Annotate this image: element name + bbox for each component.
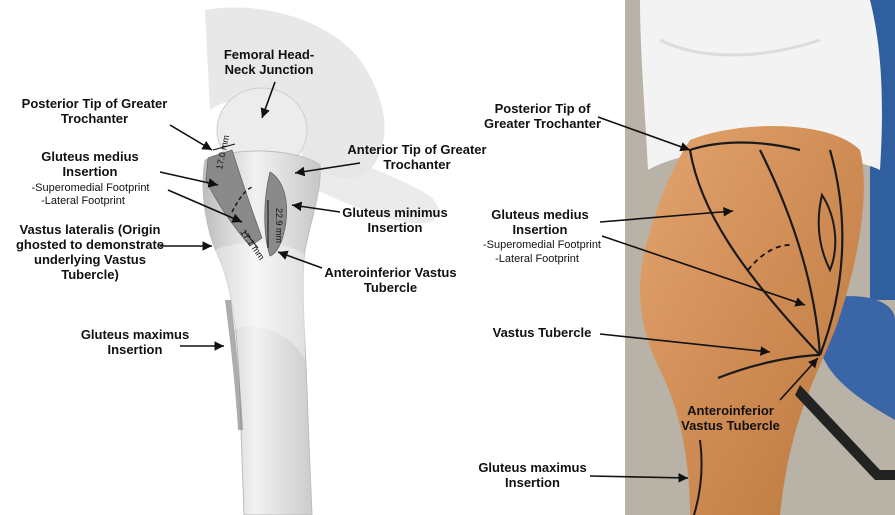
arrow-anterior-tip	[294, 162, 361, 177]
photo-stand	[795, 385, 895, 480]
photo-femur-muscle	[640, 126, 864, 515]
photo-outline-medius-3	[818, 149, 844, 356]
photo-drape	[640, 0, 882, 170]
arrow-r-medius-1	[599, 207, 734, 223]
label-superomedial-left: -Superomedial Footprint	[31, 182, 150, 194]
measure-line-3	[244, 231, 259, 249]
arrow-r-vastus	[599, 333, 771, 356]
measurement-22-9: 22.9 mm	[274, 208, 284, 243]
arrow-r-anteroinferior	[779, 357, 819, 401]
photo-outline-vastus	[717, 353, 821, 380]
label-lateral-right: -Lateral Footprint	[495, 253, 579, 265]
gluteus-maximus-strip	[225, 300, 243, 430]
pelvis-shape	[205, 7, 385, 179]
label-gluteus-medius-left: Gluteus medius Insertion	[41, 149, 139, 179]
gluteus-medius-footprint	[205, 149, 263, 247]
label-posterior-tip-left: Posterior Tip of Greater Trochanter	[21, 96, 168, 126]
femur-shaft	[202, 150, 321, 515]
photo-outline-minimus	[817, 192, 837, 273]
vastus-ghost	[215, 243, 305, 360]
pelvis-right-wing	[300, 140, 439, 224]
photo-outline-maximus	[693, 439, 703, 515]
arrow-anteroinferior	[277, 250, 323, 269]
label-vastus-tubercle-right: Vastus Tubercle	[492, 325, 592, 340]
label-lateral-left: -Lateral Footprint	[41, 195, 125, 207]
measure-line-1	[212, 143, 236, 151]
arrow-r-posterior	[597, 116, 691, 152]
label-gluteus-maximus-left: Gluteus maximus Insertion	[80, 327, 190, 357]
left-illustration: 17.0 mm 22.9 mm 17.1 mm	[159, 7, 439, 515]
arrow-head-neck	[260, 81, 276, 119]
footprint-boundary-dashed	[231, 186, 253, 213]
arrow-r-maximus	[589, 473, 689, 483]
photo-outline-medius-1	[688, 149, 821, 356]
label-gluteus-medius-right: Gluteus medius Insertion	[491, 207, 589, 237]
label-superomedial-right: -Superomedial Footprint	[482, 239, 601, 251]
arrow-gluteus-medius	[159, 171, 219, 188]
arrow-gluteus-minimus	[291, 201, 341, 213]
label-gluteus-minimus-left: Gluteus minimus Insertion	[342, 205, 448, 235]
gluteus-minimus-footprint	[264, 171, 288, 257]
photo-drape-fold	[659, 38, 821, 57]
label-gluteus-maximus-right: Gluteus maximus Insertion	[478, 460, 587, 490]
label-posterior-tip-right: Posterior Tip of Greater Trochanter	[483, 101, 602, 131]
arrow-r-medius-2	[601, 235, 806, 307]
label-vastus-lateralis: Vastus lateralis (Origin ghosted to demo…	[15, 222, 165, 282]
photo-blue-lower	[820, 296, 895, 420]
photo-outline-medius-2	[759, 149, 822, 356]
arrow-posterior-tip	[169, 124, 213, 151]
photo-outline-dashed	[747, 244, 791, 271]
label-anteroinferior-left: Anteroinferior Vastus Tubercle	[324, 265, 457, 295]
label-anteroinferior-right: Anteroinferior Vastus Tubercle	[681, 403, 780, 433]
label-anterior-tip-left: Anterior Tip of Greater Trochanter	[347, 142, 487, 172]
label-femoral-head-neck: Femoral Head-Neck Junction	[223, 47, 315, 77]
arrow-lateral-footprint	[167, 189, 243, 223]
photo-outline-posterior	[689, 141, 801, 152]
right-photo	[589, 0, 895, 515]
